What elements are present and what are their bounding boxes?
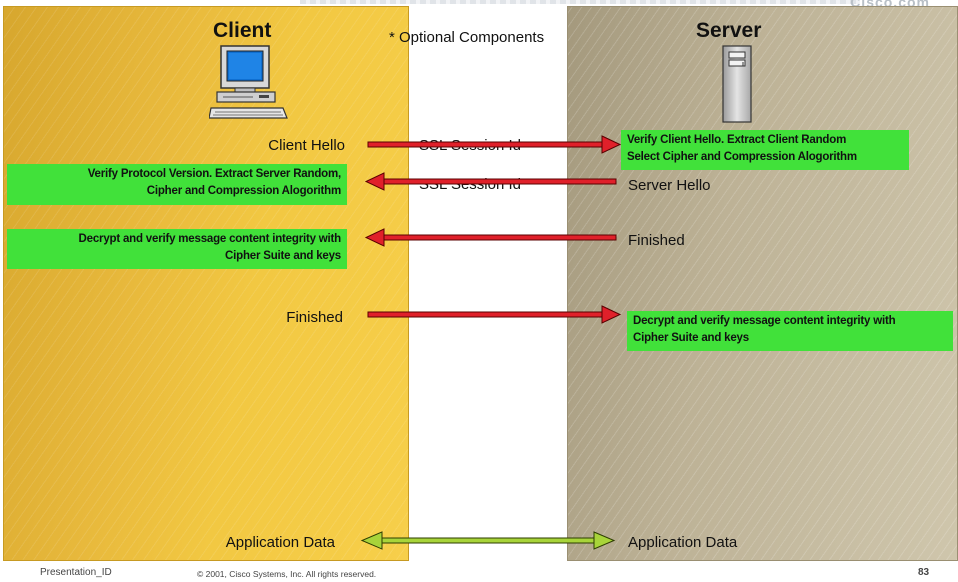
page-number: 83 [918,567,930,578]
client-application-data-label: Application Data [225,534,335,551]
server-title: Server [696,19,762,42]
server-tower-icon [722,45,752,123]
client-decrypt-verify-box: Decrypt and verify message content integ… [7,229,347,269]
server-decrypt-verify-box: Decrypt and verify message content integ… [627,311,953,351]
arrow-server-hello [364,172,617,191]
header-decoration [300,0,860,4]
arrow-server-finished [364,228,617,247]
client-verify-protocol-box: Verify Protocol Version. Extract Server … [7,164,347,205]
optional-components-note: * Optional Components [389,29,545,46]
client-panel [3,6,409,561]
server-verify-hello-line-2: Select Cipher and Compression Alogorithm [627,151,857,163]
client-title: Client [213,19,272,42]
cisco-logo: Cisco.com [850,0,930,10]
client-decrypt-verify-line-2: Cipher Suite and keys [225,250,341,262]
presentation-id: Presentation_ID [40,567,112,578]
server-finished-label: Finished [628,232,685,249]
client-finished-label: Finished [286,309,343,326]
server-application-data-label: Application Data [628,534,738,551]
client-verify-protocol-line-1: Verify Protocol Version. Extract Server … [87,168,341,180]
server-decrypt-verify-line-1: Decrypt and verify message content integ… [633,315,896,327]
server-hello-label: Server Hello [628,177,711,194]
arrow-application-data [360,531,616,550]
copyright-notice: © 2001, Cisco Systems, Inc. All rights r… [197,569,377,579]
server-verify-hello-box: Verify Client Hello. Extract Client Rand… [621,130,909,170]
arrow-client-finished [367,305,622,324]
computer-icon [209,45,288,119]
client-decrypt-verify-line-1: Decrypt and verify message content integ… [78,233,341,245]
client-hello-label: Client Hello [268,137,345,154]
arrow-client-hello [367,135,622,154]
server-decrypt-verify-line-2: Cipher Suite and keys [633,332,749,344]
server-panel [567,6,958,561]
client-verify-protocol-line-2: Cipher and Compression Alogorithm [146,185,341,197]
server-verify-hello-line-1: Verify Client Hello. Extract Client Rand… [627,134,847,146]
